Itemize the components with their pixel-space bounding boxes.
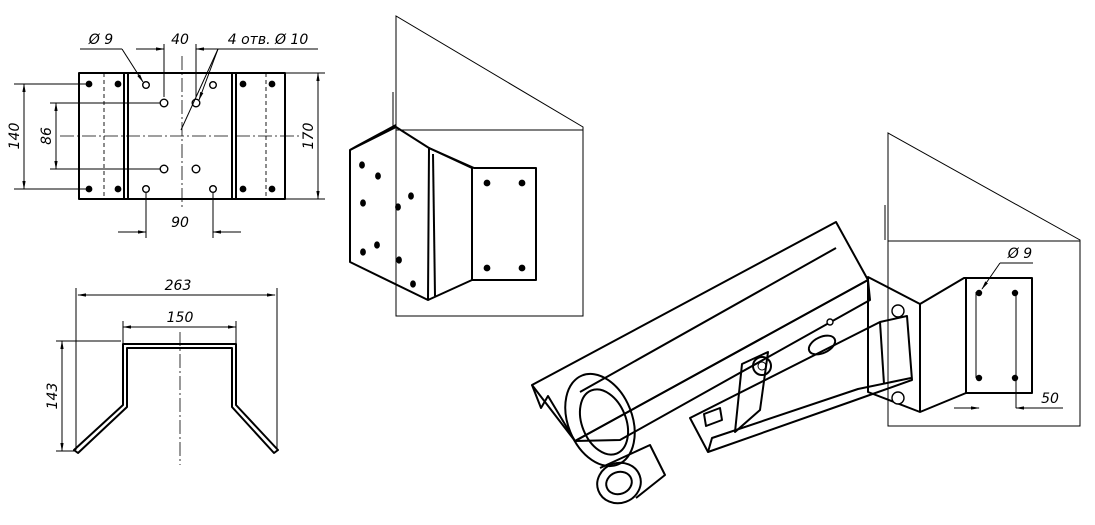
dim-50: 50 (1041, 391, 1059, 407)
dim-dia-9-detail: Ø 9 (1007, 246, 1032, 262)
dim-143: 143 (45, 383, 61, 410)
plate-top-view: 40 Ø 9 4 отв. Ø 10 140 86 170 90 (7, 32, 325, 238)
dim-4-holes-dia-10: 4 отв. Ø 10 (228, 32, 309, 48)
dim-86: 86 (39, 127, 55, 145)
plate-holes (85, 80, 276, 193)
detail-dimensions: Ø 9 50 (954, 246, 1063, 410)
dim-140: 140 (7, 123, 23, 150)
bracket-holes (359, 161, 526, 288)
dim-150: 150 (167, 310, 194, 326)
bracket-profile-view: 263 150 143 (45, 278, 279, 465)
dim-dia-9: Ø 9 (88, 32, 113, 48)
dim-170: 170 (301, 123, 317, 150)
camera-housing-assembly (531, 132, 1081, 505)
corner-bracket-isometric (349, 15, 584, 317)
dim-90: 90 (171, 215, 189, 231)
dim-40: 40 (171, 32, 189, 48)
dim-263: 263 (165, 278, 192, 294)
